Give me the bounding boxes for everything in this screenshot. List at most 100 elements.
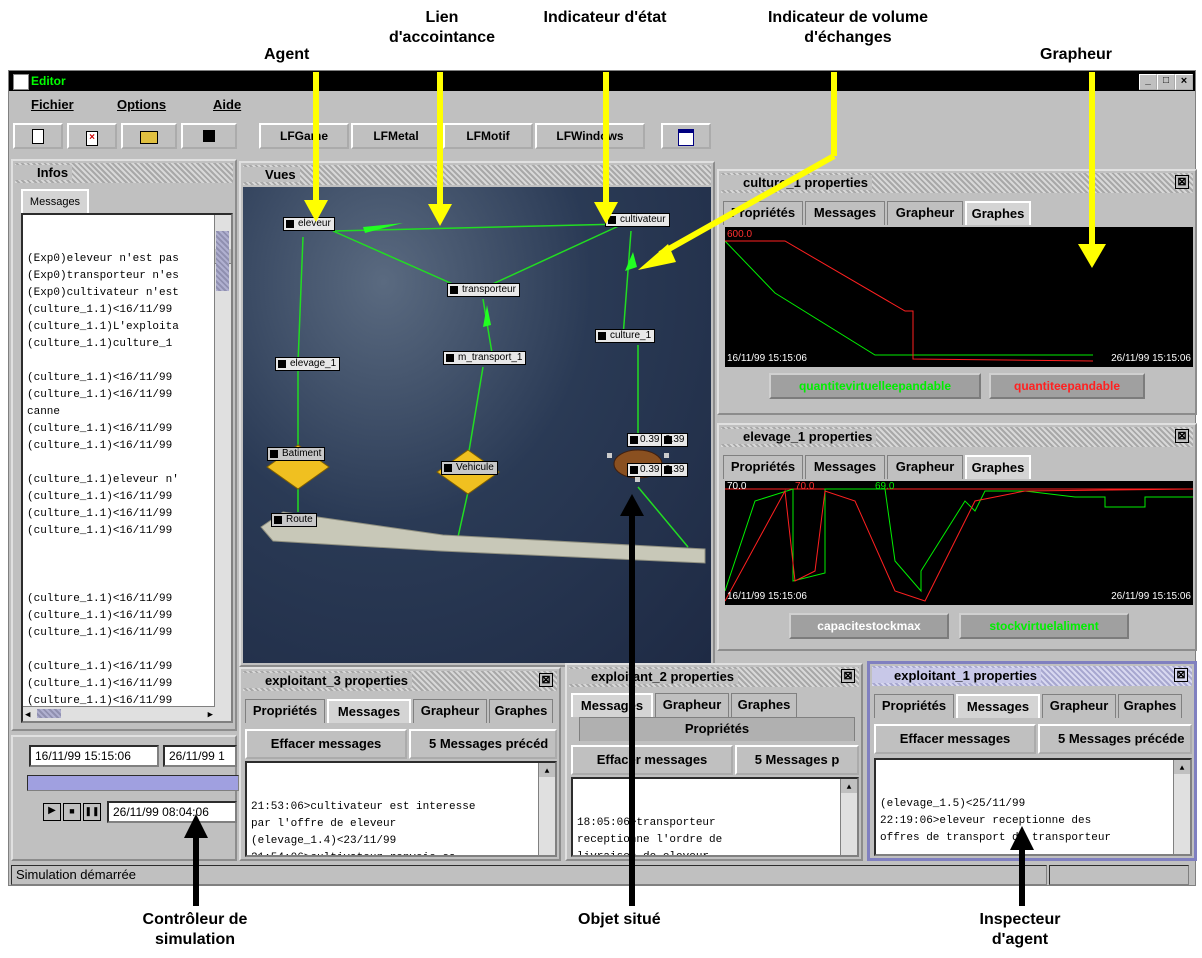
stop-button[interactable]: ■ (63, 803, 81, 821)
callout-indicateur-volume: Indicateur de volume d'échanges (767, 9, 929, 46)
menu-aide[interactable]: Aide (213, 97, 242, 112)
scroll-left-arrow[interactable]: ◀ (25, 710, 31, 720)
lfwindows-button[interactable]: LFWindows (535, 123, 645, 149)
exploitant3-scrollbar[interactable]: ▲ (538, 763, 555, 855)
play-button[interactable]: ▶ (43, 803, 61, 821)
tab-messages[interactable]: Messages (21, 189, 89, 213)
object-route[interactable]: Route (271, 513, 317, 527)
tab-proprietes[interactable]: Propriétés (874, 694, 954, 718)
close-icon[interactable]: ⊠ (841, 669, 855, 683)
start-date-field[interactable]: 16/11/99 15:15:06 (29, 745, 159, 767)
new-file-button[interactable] (13, 123, 63, 149)
tab-grapheur[interactable]: Grapheur (887, 455, 963, 479)
link-transporteur-cultivateur (472, 223, 624, 294)
hscroll-thumb[interactable] (37, 709, 61, 718)
clear-messages-button[interactable]: Effacer messages (245, 729, 407, 759)
tab-proprietes[interactable]: Propriétés (723, 201, 803, 225)
scroll-up-arrow[interactable]: ▲ (1174, 760, 1190, 774)
series-button-capacite[interactable]: capacitestockmax (789, 613, 949, 639)
close-file-icon: × (86, 131, 98, 146)
close-icon[interactable]: ⊠ (1175, 429, 1189, 443)
message-line: (culture_1.1)L'exploita (27, 321, 179, 333)
map-view[interactable]: eleveur cultivateur transporteur culture… (243, 187, 711, 663)
infos-hscrollbar[interactable]: ◀ ▶ (23, 706, 215, 721)
title-bar: Editor _ □ × (9, 71, 1195, 91)
tab-messages[interactable]: Messages (956, 694, 1040, 718)
message-line: receptionne l'ordre de (577, 834, 723, 846)
exploitant2-scrollbar[interactable]: ▲ (840, 779, 857, 855)
agent-transporteur[interactable]: transporteur (447, 283, 520, 297)
close-icon[interactable]: ⊠ (539, 673, 553, 687)
tab-proprietes[interactable]: Propriétés (579, 717, 855, 741)
tab-grapheur[interactable]: Grapheur (887, 201, 963, 225)
message-line: (elevage_1.5)<25/11/99 (880, 798, 1026, 810)
exploitant1-scrollbar[interactable]: ▲ (1173, 760, 1190, 854)
menu-fichier[interactable]: Fichier (31, 97, 74, 112)
previous-messages-button[interactable]: 5 Messages précéde (1038, 724, 1192, 754)
series-button-stockvirtuel[interactable]: stockvirtuelaliment (959, 613, 1129, 639)
series-button-virtuelle[interactable]: quantitevirtuelleepandable (769, 373, 981, 399)
close-icon[interactable]: ⊠ (1175, 175, 1189, 189)
tab-messages[interactable]: Messages (805, 201, 885, 225)
close-button[interactable]: × (1175, 74, 1193, 90)
minimize-button[interactable]: _ (1139, 74, 1157, 90)
message-line: livraison de eleveur (577, 851, 710, 857)
simulation-progress-bar (27, 775, 239, 791)
callout-lien: Lien d'accointance (388, 9, 496, 46)
tab-graphes[interactable]: Graphes (731, 693, 797, 717)
handle-tl[interactable] (607, 453, 612, 458)
pause-button[interactable]: ❚❚ (83, 803, 101, 821)
tab-proprietes[interactable]: Propriétés (723, 455, 803, 479)
handle-bc[interactable] (635, 477, 640, 482)
agent-cultivateur[interactable]: cultivateur (605, 213, 670, 227)
agent-eleveur[interactable]: eleveur (283, 217, 335, 231)
lfgame-button[interactable]: LFGame (259, 123, 349, 149)
tab-grapheur[interactable]: Grapheur (655, 693, 729, 717)
scroll-up-arrow[interactable]: ▲ (539, 763, 555, 777)
handle-tr[interactable] (664, 453, 669, 458)
scroll-thumb[interactable] (216, 231, 229, 291)
clear-messages-button[interactable]: Effacer messages (874, 724, 1036, 754)
scroll-up-arrow[interactable]: ▲ (841, 779, 857, 793)
series-button-epandable[interactable]: quantiteepandable (989, 373, 1145, 399)
tab-proprietes[interactable]: Propriétés (245, 699, 325, 723)
tab-messages[interactable]: Messages (571, 693, 653, 717)
elevage-graph-lines (725, 488, 1193, 602)
infos-scrollbar[interactable]: ▲ (214, 215, 231, 721)
tab-graphes[interactable]: Graphes (1118, 694, 1182, 718)
previous-messages-button[interactable]: 5 Messages p (735, 745, 859, 775)
open-file-button[interactable] (121, 123, 177, 149)
agent-m-transport-1[interactable]: m_transport_1 (443, 351, 527, 365)
save-file-button[interactable] (181, 123, 237, 149)
tab-messages[interactable]: Messages (805, 455, 885, 479)
close-icon[interactable]: ⊠ (1174, 668, 1188, 682)
previous-messages-button[interactable]: 5 Messages précéd (409, 729, 557, 759)
infos-message-area[interactable]: (Exp0)eleveur n'est pas(Exp0)transporteu… (21, 213, 233, 723)
agent-elevage-1[interactable]: elevage_1 (275, 357, 341, 371)
menu-options[interactable]: Options (117, 97, 167, 112)
message-line (27, 642, 211, 659)
agent-culture-1[interactable]: culture_1 (595, 329, 656, 343)
tab-grapheur[interactable]: Grapheur (413, 699, 487, 723)
close-file-button[interactable]: × (67, 123, 117, 149)
tab-graphes[interactable]: Graphes (965, 455, 1031, 479)
lfmotif-button[interactable]: LFMotif (443, 123, 533, 149)
clear-messages-button[interactable]: Effacer messages (571, 745, 733, 775)
tab-graphes[interactable]: Graphes (965, 201, 1031, 225)
window-toggle-button[interactable] (661, 123, 711, 149)
culture-properties-panel: culture_1 properties⊠ Propriétés Message… (717, 169, 1197, 415)
object-batiment[interactable]: Batiment (267, 447, 326, 461)
elevage-properties-panel: elevage_1 properties⊠ Propriétés Message… (717, 423, 1197, 651)
lfmetal-button[interactable]: LFMetal (351, 123, 441, 149)
maximize-button[interactable]: □ (1157, 74, 1175, 90)
end-date-field[interactable]: 26/11/99 1 (163, 745, 237, 767)
object-vehicule[interactable]: Vehicule (441, 461, 498, 475)
tab-grapheur[interactable]: Grapheur (1042, 694, 1116, 718)
scroll-right-arrow[interactable]: ▶ (207, 710, 213, 720)
tab-messages[interactable]: Messages (327, 699, 411, 723)
tab-graphes[interactable]: Graphes (489, 699, 553, 723)
